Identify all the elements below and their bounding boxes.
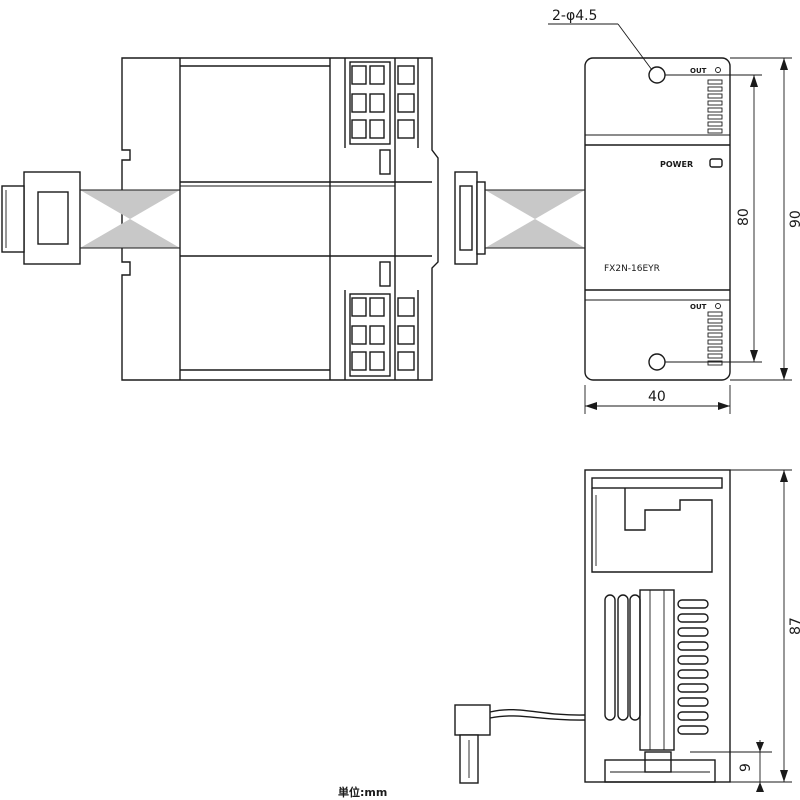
hole-callout-text: 2-φ4.5 bbox=[552, 8, 597, 24]
model-label: FX2N-16EYR bbox=[604, 264, 660, 274]
led-column-bottom bbox=[707, 311, 723, 366]
dim-height-80: 80 bbox=[665, 74, 762, 363]
terminal-block-bottom bbox=[349, 293, 415, 377]
hole-callout: 2-φ4.5 bbox=[548, 8, 653, 71]
led-column-top bbox=[707, 79, 723, 134]
dim-height-90-text: 90 bbox=[788, 210, 800, 228]
unit-label: 単位:mm bbox=[338, 785, 387, 799]
depth-view bbox=[454, 469, 731, 784]
mounting-hole-bottom bbox=[648, 353, 666, 371]
dim-foot-9-text: 9 bbox=[738, 763, 754, 772]
power-led-icon bbox=[709, 158, 723, 168]
dim-height-90: 90 bbox=[730, 57, 800, 381]
out-label-bottom: OUT bbox=[690, 303, 707, 311]
cooling-fins bbox=[604, 589, 709, 751]
dim-width-40: 40 bbox=[584, 385, 731, 414]
dim-depth-87-text: 87 bbox=[788, 617, 800, 635]
front-view: OUT OUT POWER FX2N-16EYR bbox=[454, 57, 731, 381]
connector-plug-right bbox=[454, 171, 585, 265]
power-label: POWER bbox=[660, 160, 693, 169]
dim-foot-9: 9 bbox=[690, 740, 772, 792]
terminal-block-top bbox=[349, 61, 415, 145]
dim-height-80-text: 80 bbox=[736, 208, 752, 226]
connector-plug-left bbox=[1, 171, 81, 265]
side-view bbox=[1, 57, 439, 381]
dim-width-40-text: 40 bbox=[648, 389, 666, 405]
out-label-top: OUT bbox=[690, 67, 707, 75]
dim-depth-87: 87 bbox=[715, 469, 800, 783]
flat-cable-left bbox=[80, 189, 180, 249]
cable-plug bbox=[454, 704, 586, 784]
